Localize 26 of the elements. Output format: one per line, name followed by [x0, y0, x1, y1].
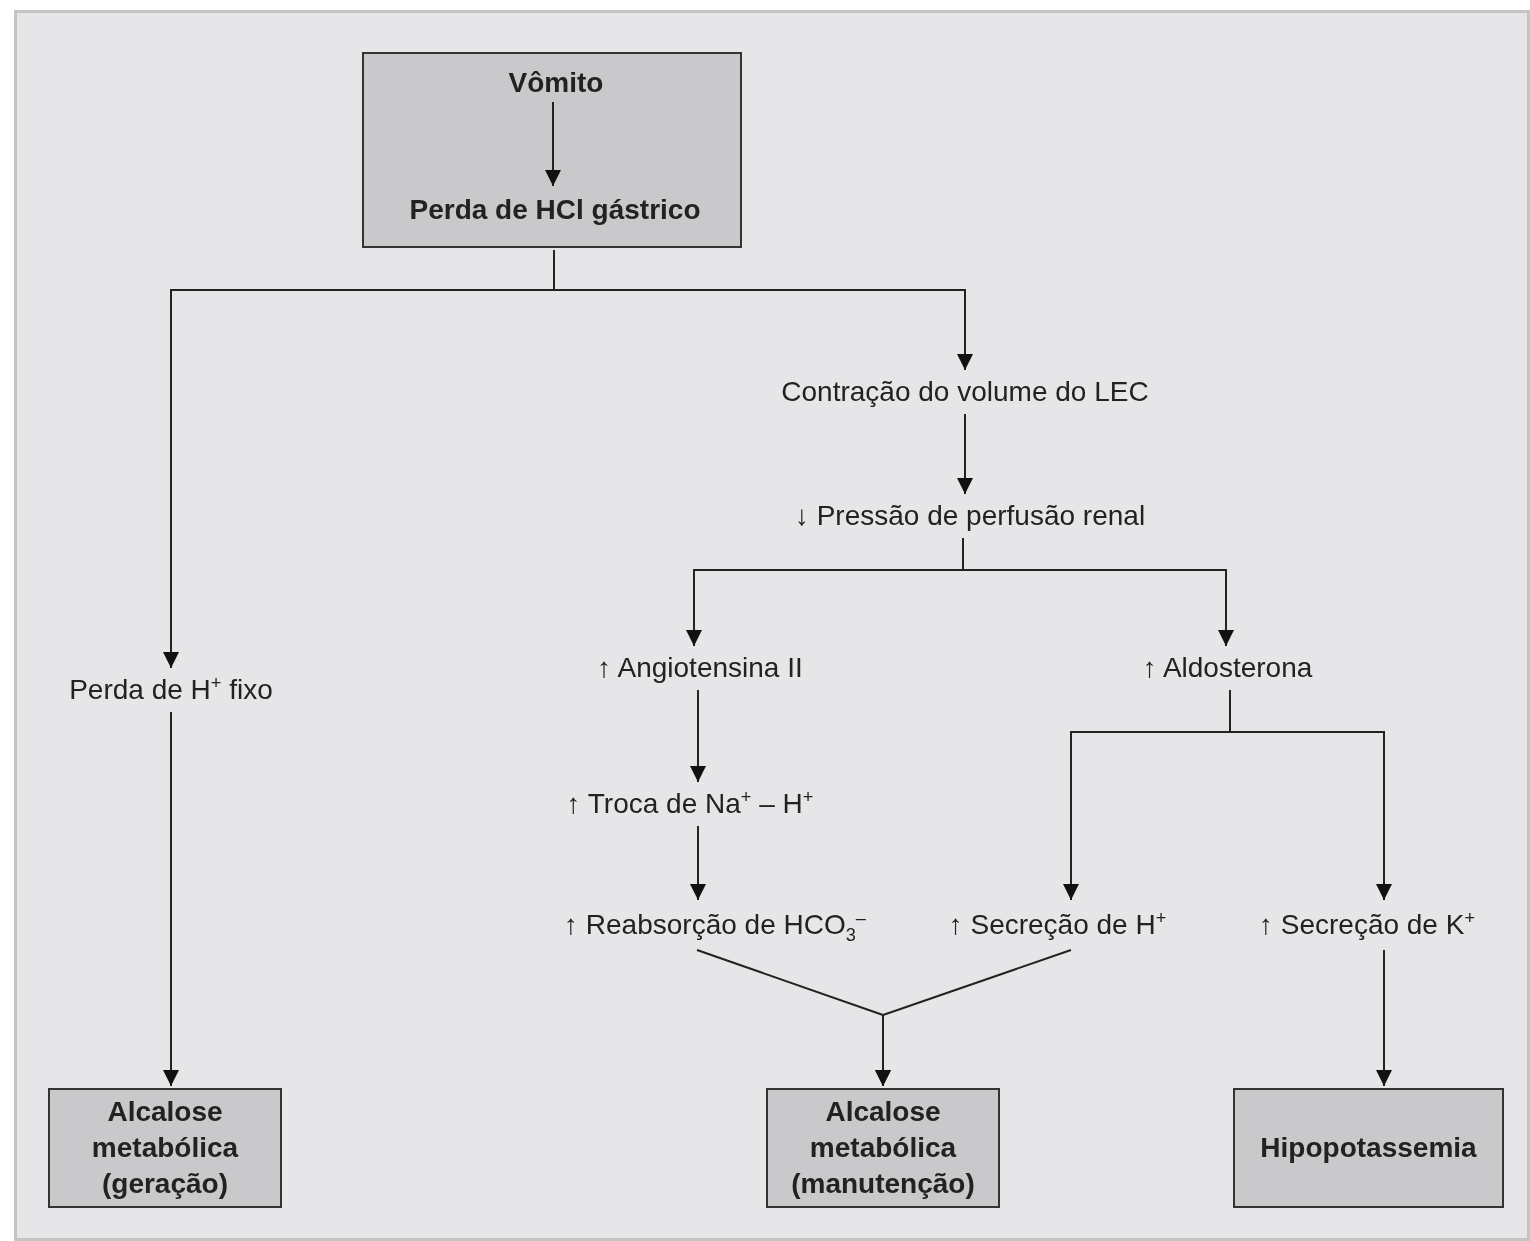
- result-box: [48, 1088, 282, 1208]
- arrow: [545, 101, 561, 187]
- step-heading: Perda de HCl gástrico: [375, 190, 735, 230]
- result-box: [1233, 1088, 1504, 1208]
- step-text: ↓ Pressão de perfusão renal: [750, 496, 1190, 536]
- step-text: ↑ Secreção de K$^{+}$: [1232, 902, 1502, 948]
- arrow: [875, 949, 1072, 1087]
- step-text: Perda de H$^{+}$ fixo: [36, 670, 306, 710]
- step-text: ↑ Angiotensina II: [570, 648, 830, 688]
- step-text: ↑ Troca de Na$^{+}$ – H$^{+}$: [525, 784, 855, 824]
- result-label: Alcalose metabólica (geração): [90, 1095, 240, 1201]
- process-box: [362, 52, 742, 248]
- arrow: [962, 537, 1234, 647]
- step-text: ↑ Secreção de H$^{+}$: [915, 902, 1200, 948]
- arrow: [957, 413, 973, 495]
- arrow: [690, 689, 706, 783]
- result-label: Hipopotassemia: [1260, 1131, 1477, 1165]
- arrow: [163, 711, 179, 1087]
- arrow: [1229, 689, 1392, 901]
- arrow: [1376, 949, 1392, 1087]
- step-text: ↑ Aldosterona: [1115, 648, 1340, 688]
- arrow: [690, 825, 706, 901]
- step-text: Contração do volume do LEC: [735, 372, 1195, 412]
- result-box: [766, 1088, 1000, 1208]
- result-label: Alcalose metabólica (manutenção): [790, 1095, 976, 1201]
- step-heading: Vômito: [456, 64, 656, 102]
